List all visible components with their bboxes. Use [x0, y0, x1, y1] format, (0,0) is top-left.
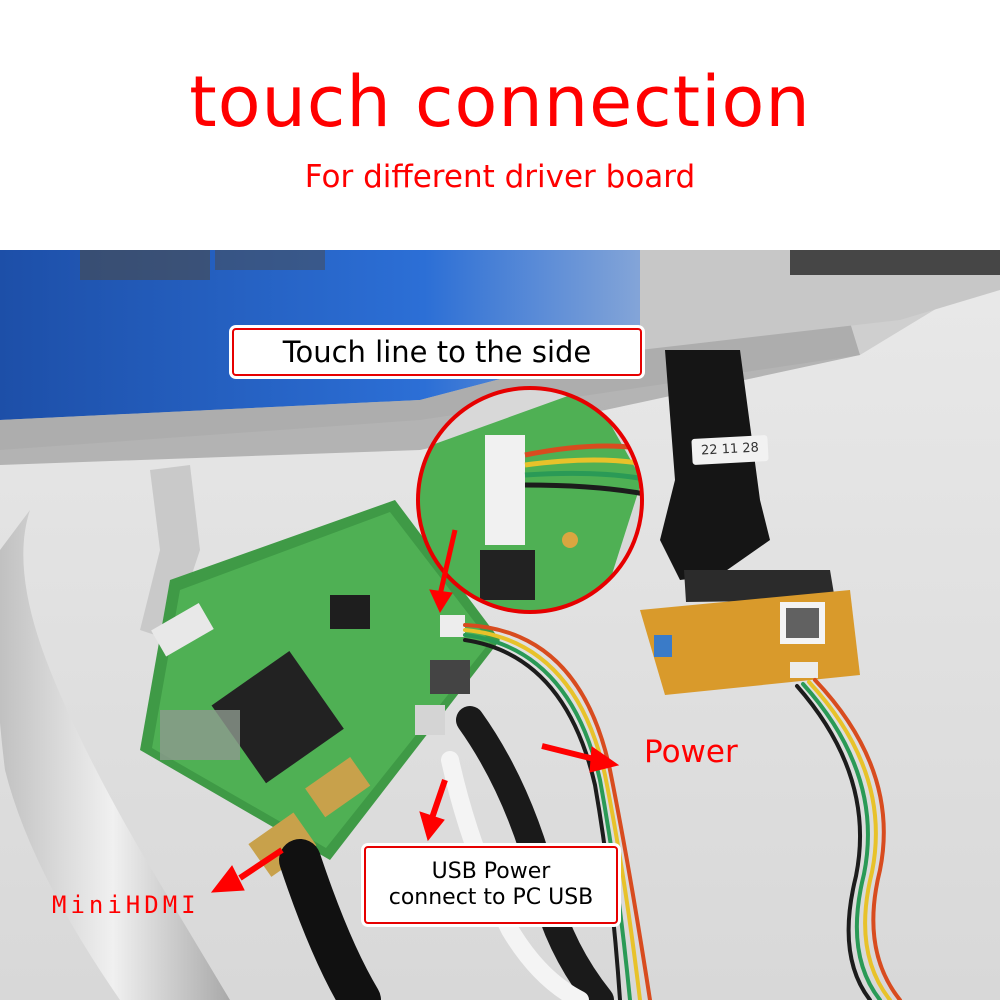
arrow-icon	[210, 529, 620, 893]
header-banner: touch connection For different driver bo…	[0, 0, 1000, 250]
page-subtitle: For different driver board	[304, 159, 696, 195]
usb-power-callout: USB Power connect to PC USB	[364, 846, 618, 924]
usb-power-line-2: connect to PC USB	[388, 885, 594, 910]
power-callout: Power	[644, 734, 738, 770]
cable-date-sticker: 22 11 28	[691, 435, 769, 465]
touch-adapter-board	[640, 590, 860, 695]
page-title: touch connection	[189, 61, 811, 143]
driver-board	[140, 500, 500, 877]
touch-flex-cable	[660, 350, 835, 602]
touch-line-callout: Touch line to the side	[232, 328, 642, 376]
usb-power-line-1: USB Power	[431, 859, 551, 884]
minihdmi-callout: MiniHDMI	[52, 891, 200, 919]
lcd-ribbon-cable	[0, 465, 230, 1000]
